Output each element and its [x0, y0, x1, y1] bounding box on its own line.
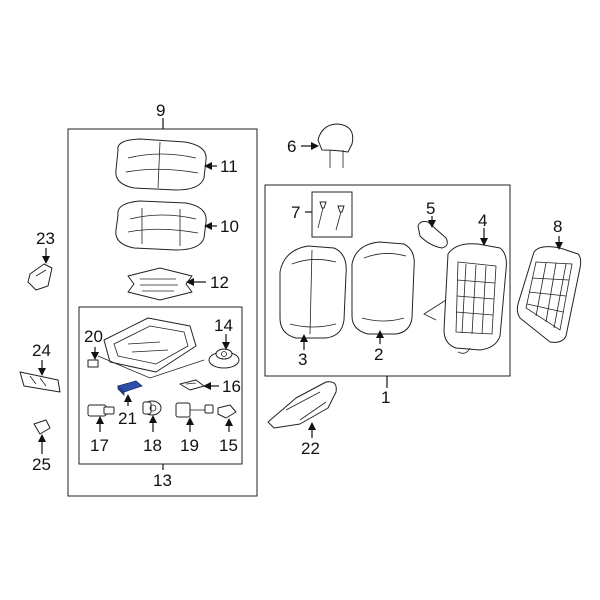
callout-21: 21: [118, 409, 137, 428]
callout-19: 19: [180, 436, 199, 455]
callout-5: 5: [426, 199, 435, 218]
seat-back-trim: [417, 221, 448, 249]
callout-9: 9: [156, 101, 165, 120]
part-17-motor: [87, 404, 115, 417]
callout-12: 12: [210, 273, 229, 292]
seat-height-motor: [208, 348, 240, 369]
callout-25: 25: [32, 455, 51, 474]
callout-3: 3: [298, 350, 307, 369]
seat-back-frame: [423, 243, 507, 354]
callout-10: 10: [220, 217, 239, 236]
callout-6: 6: [287, 137, 296, 156]
headrest-guide-bolts: [317, 201, 345, 231]
callout-1: 1: [381, 388, 390, 407]
part-18-motor: [142, 400, 162, 416]
callout-23: 23: [36, 229, 55, 248]
callout-15: 15: [219, 436, 238, 455]
callout-8: 8: [553, 217, 562, 236]
callout-11: 11: [220, 157, 238, 176]
seat-heater-mat: [127, 267, 193, 301]
frame-bolt-group: [311, 191, 353, 238]
frame-seat-track-group: [78, 306, 243, 465]
seat-back-pad: [351, 241, 415, 335]
callout-18: 18: [143, 436, 162, 455]
part-20-clip: [87, 359, 99, 368]
seat-cushion-cover: [115, 138, 213, 191]
seat-track-frame: [97, 317, 205, 379]
seat-cushion-pad: [115, 200, 213, 251]
callout-14: 14: [214, 316, 233, 335]
headrest: [317, 123, 354, 168]
callout-24: 24: [32, 341, 51, 360]
part-23-knob: [27, 263, 53, 291]
part-16-bracket: [179, 379, 205, 391]
part-25-clip: [33, 419, 51, 435]
part-19-motor: [175, 402, 214, 418]
callout-22: 22: [301, 439, 320, 458]
leader-lines: [38, 118, 563, 470]
callout-13: 13: [153, 471, 172, 490]
part-15-connector: [217, 404, 237, 419]
seat-side-cover: [267, 381, 337, 429]
callout-20: 20: [84, 327, 103, 346]
callout-2: 2: [374, 345, 383, 364]
seat-back-panel: [516, 246, 582, 343]
part-24-trim: [19, 371, 61, 393]
callout-16: 16: [222, 377, 241, 396]
callout-7: 7: [291, 203, 300, 222]
part-21-module: [117, 380, 143, 396]
callout-17: 17: [90, 436, 109, 455]
seat-back-cover: [279, 245, 347, 339]
callout-4: 4: [478, 211, 487, 230]
